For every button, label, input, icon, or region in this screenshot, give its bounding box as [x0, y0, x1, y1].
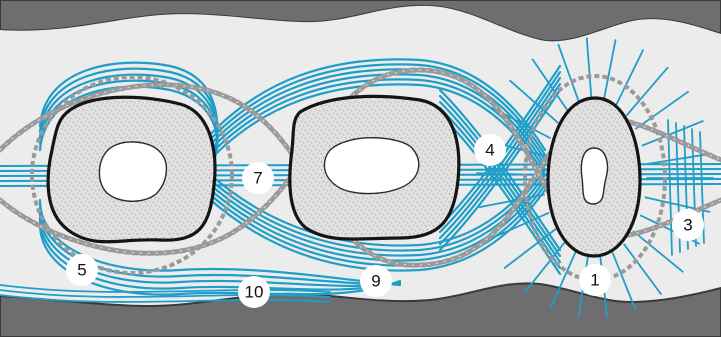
callout-number: 4 [485, 141, 494, 160]
callout-number: 10 [245, 283, 264, 302]
callout-number: 9 [371, 272, 380, 291]
callout-label: 7 [242, 162, 274, 194]
callout-number: 7 [253, 169, 262, 188]
root-canal [324, 138, 418, 194]
root-canal [581, 148, 607, 204]
tooth-root-1 [48, 97, 215, 242]
callout-label: 9 [360, 265, 392, 297]
callout-label: 4 [474, 134, 506, 166]
callout-number: 3 [683, 216, 692, 235]
root-canal [99, 142, 166, 201]
tooth-root-2 [290, 96, 459, 239]
callout-number: 5 [77, 261, 86, 280]
callout-number: 1 [590, 271, 599, 290]
tooth-root-3 [548, 98, 640, 256]
callout-label: 10 [238, 276, 270, 308]
callout-label: 3 [672, 209, 704, 241]
callout-label: 5 [66, 254, 98, 286]
callout-label: 1 [579, 264, 611, 296]
